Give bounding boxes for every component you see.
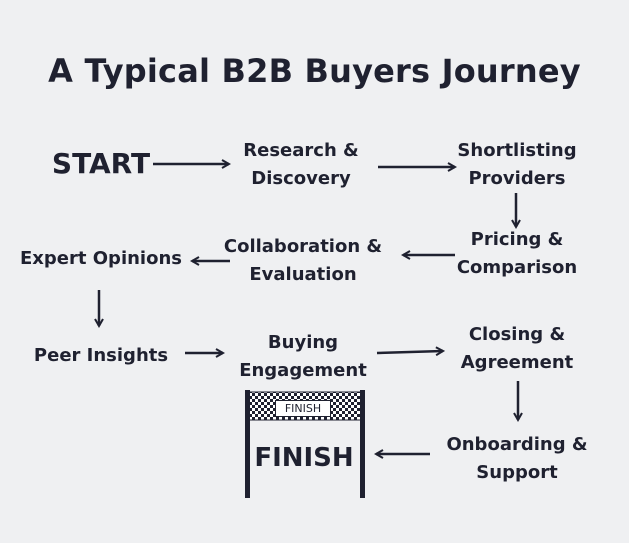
diagram-title: A Typical B2B Buyers Journey (48, 52, 581, 90)
node-shortlisting-providers: Shortlisting Providers (457, 137, 576, 193)
node-onboarding-line1: Onboarding & (446, 434, 588, 455)
node-buying-engagement: Buying Engagement (239, 329, 367, 385)
node-buying-line2: Engagement (239, 360, 367, 381)
finish-label: FINISH (254, 443, 354, 473)
finish-banner-text: FINISH (275, 400, 331, 417)
arrow-buying-to-closing (376, 351, 443, 353)
node-research-discovery: Research & Discovery (243, 137, 358, 193)
node-collaboration-evaluation: Collaboration & Evaluation (224, 233, 382, 289)
node-pricing-line2: Comparison (456, 257, 578, 278)
node-shortlisting-line1: Shortlisting (457, 140, 577, 161)
node-expert-opinions: Expert Opinions (20, 248, 182, 269)
node-pricing-comparison: Pricing & Comparison (457, 226, 577, 282)
node-closing-line1: Closing & (468, 324, 566, 345)
node-peer-insights: Peer Insights (33, 345, 169, 366)
node-collaboration-line2: Evaluation (249, 264, 357, 285)
node-closing-agreement: Closing & Agreement (461, 321, 574, 377)
node-onboarding-support: Onboarding & Support (446, 431, 587, 487)
node-buying-line1: Buying (267, 332, 339, 353)
node-onboarding-line2: Support (476, 462, 558, 483)
node-start: START (51, 147, 151, 180)
node-closing-line2: Agreement (460, 352, 574, 373)
node-research-line2: Discovery (251, 168, 351, 189)
node-shortlisting-line2: Providers (468, 168, 566, 189)
node-pricing-line1: Pricing & (470, 229, 564, 250)
node-collaboration-line1: Collaboration & (223, 236, 383, 257)
node-research-line1: Research & (243, 140, 359, 161)
